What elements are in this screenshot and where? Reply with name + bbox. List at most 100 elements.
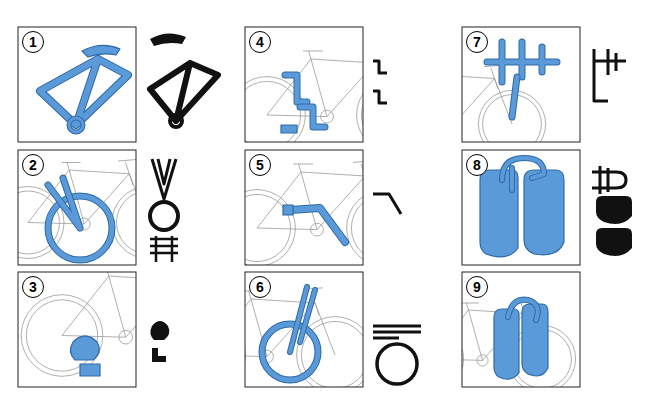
- part-silhouette: [152, 348, 166, 362]
- part-silhouette: [373, 194, 401, 214]
- panel-drawing: [245, 161, 363, 265]
- panel-drawing: [40, 45, 128, 132]
- step-panel: [18, 27, 218, 142]
- bicycle-outline: [462, 300, 576, 387]
- panel-border: [18, 272, 136, 387]
- part-outline: [48, 178, 80, 228]
- bicycle-outline: [245, 161, 363, 265]
- part-body: [300, 107, 325, 127]
- part-outline: [508, 300, 538, 320]
- part-body: [285, 75, 307, 102]
- part-body: [290, 287, 315, 352]
- panel-drawing: [21, 272, 136, 376]
- part-silhouette: [594, 49, 626, 101]
- part-body: [48, 178, 80, 228]
- panel-drawing: [245, 48, 363, 142]
- part-silhouette: [596, 196, 632, 224]
- bicycle-outline: [245, 288, 363, 387]
- callout-number: 3: [22, 276, 44, 298]
- step-panel: [169, 272, 421, 393]
- panel-border: [462, 272, 580, 387]
- part-silhouettes: [373, 61, 387, 103]
- panel-drawing: [462, 300, 576, 387]
- part-body: [80, 364, 100, 376]
- part-silhouette: [150, 63, 218, 121]
- part-silhouettes: [592, 166, 632, 256]
- part-outline: [300, 107, 325, 127]
- part-outline: [40, 59, 128, 125]
- panel-border: [245, 27, 363, 142]
- part-silhouette: [373, 61, 387, 103]
- part-silhouettes: [150, 33, 218, 127]
- part-body: [82, 45, 120, 57]
- step-number: 1: [29, 35, 37, 49]
- part-outline: [502, 158, 544, 190]
- step-panel: [229, 27, 434, 153]
- callout-number: 7: [466, 31, 488, 53]
- part-body: [290, 208, 345, 242]
- part-silhouettes: [594, 49, 626, 101]
- part-body: [524, 170, 564, 255]
- step-panel: [18, 264, 239, 387]
- part-silhouette: [150, 33, 186, 46]
- part-silhouette: [373, 326, 421, 338]
- step-number: 8: [473, 158, 481, 172]
- step-panel: [396, 272, 580, 393]
- step-number: 9: [473, 280, 481, 294]
- panel-border: [18, 150, 136, 265]
- part-body: [69, 118, 83, 132]
- part-body: [508, 300, 538, 320]
- callout-number: 8: [466, 154, 488, 176]
- part-body: [70, 336, 99, 360]
- part-body: [502, 158, 544, 190]
- part-outline: [285, 75, 307, 102]
- part-outline: [69, 118, 83, 132]
- callout-number: 9: [466, 276, 488, 298]
- bicycle-outline: [21, 272, 136, 376]
- step-number: 5: [256, 158, 264, 172]
- callout-number: 6: [249, 276, 271, 298]
- part-silhouettes: [150, 159, 178, 262]
- step-panel: [366, 27, 626, 158]
- panel-drawing: [480, 158, 564, 257]
- part-silhouette: [592, 166, 626, 194]
- step-panel: [219, 150, 424, 266]
- part-body: [281, 125, 297, 133]
- part-silhouettes: [373, 326, 421, 384]
- step-number: 2: [29, 158, 37, 172]
- panel-border: [245, 272, 363, 387]
- part-silhouettes: [150, 321, 169, 362]
- step-panel: [462, 150, 632, 265]
- part-outline: [487, 42, 557, 82]
- part-body: [487, 42, 557, 82]
- bicycle-outline: [245, 48, 363, 142]
- callout-number: 1: [22, 31, 44, 53]
- part-silhouette: [596, 228, 632, 256]
- part-body: [283, 205, 293, 215]
- panel-border: [462, 27, 580, 142]
- step-number: 4: [256, 35, 264, 49]
- callout-number: 2: [22, 154, 44, 176]
- step-number: 6: [256, 280, 264, 294]
- part-silhouettes: [373, 194, 401, 214]
- callout-number: 4: [249, 31, 271, 53]
- part-body: [40, 59, 128, 125]
- part-outline: [290, 208, 345, 242]
- panel-border: [18, 27, 136, 142]
- panel-border: [245, 150, 363, 265]
- part-outline: [290, 287, 315, 352]
- part-silhouette: [150, 321, 169, 340]
- panel-drawing: [462, 42, 557, 142]
- part-body: [512, 77, 517, 117]
- panel-border: [462, 150, 580, 265]
- step-number: 3: [29, 280, 37, 294]
- step-panel: [0, 150, 184, 265]
- callout-number: 5: [249, 154, 271, 176]
- part-silhouette: [152, 159, 176, 199]
- step-number: 7: [473, 35, 481, 49]
- part-silhouette: [150, 236, 178, 262]
- panel-drawing: [245, 287, 363, 387]
- part-outline: [512, 77, 517, 117]
